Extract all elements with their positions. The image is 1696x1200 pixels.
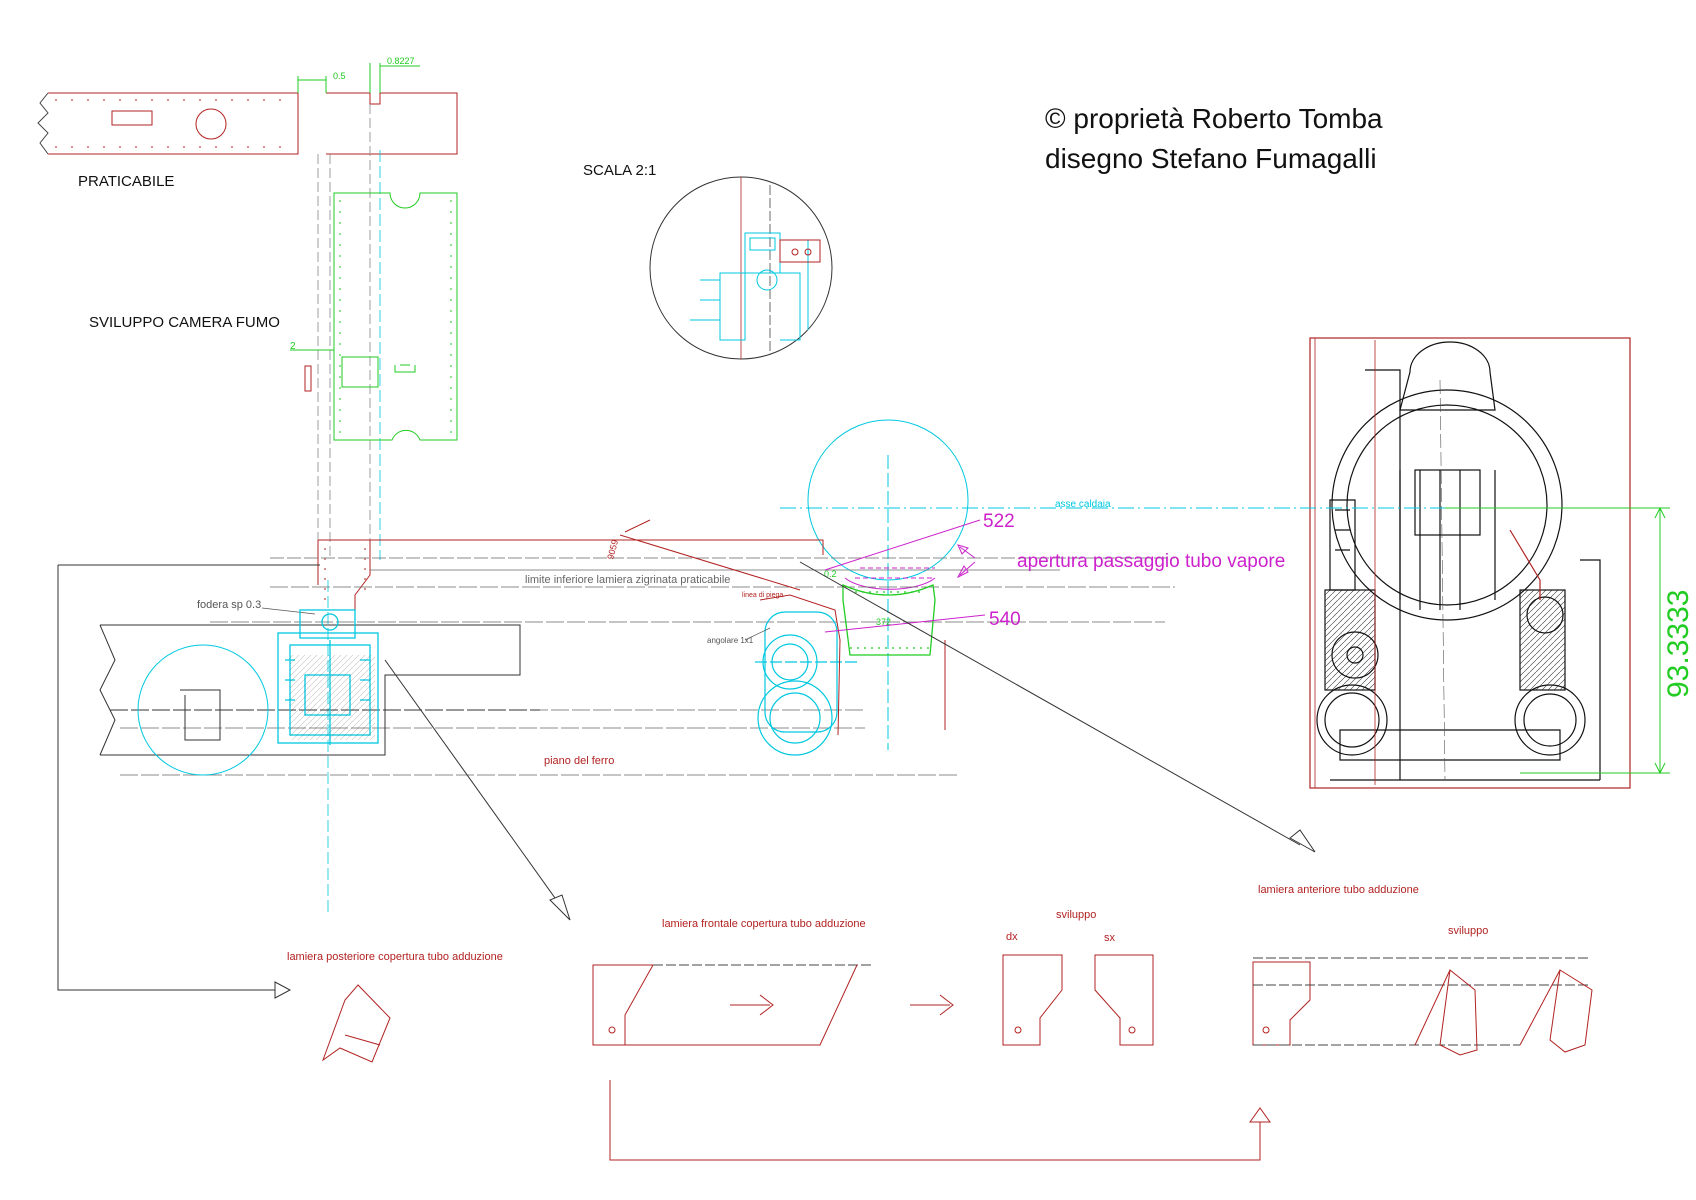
label-sviluppo-camera-fumo: SVILUPPO CAMERA FUMO xyxy=(89,314,280,331)
tube-cover-green xyxy=(842,584,936,656)
dim-lines-top xyxy=(297,63,420,93)
label-linea-di-piega: linea di piega xyxy=(742,592,783,599)
label-lamiera-anteriore: lamiera anteriore tubo adduzione xyxy=(1258,884,1419,896)
label-lamiera-posteriore: lamiera posteriore copertura tubo adduzi… xyxy=(287,951,503,963)
dim-0-2: 0.2 xyxy=(824,569,837,579)
leader-arrows xyxy=(57,561,1316,999)
label-angolare: angolare 1x1 xyxy=(707,636,754,645)
construction-lines-cyan xyxy=(327,150,381,915)
label-limite-inferiore: limite inferiore lamiera zigrinata prati… xyxy=(525,574,730,586)
pipe-outline-red xyxy=(759,594,946,736)
dim-0-5: 0.5 xyxy=(333,71,346,81)
leader-arrows-red xyxy=(609,1080,1271,1161)
front-outline xyxy=(317,539,824,630)
label-dx: dx xyxy=(1006,931,1018,943)
label-sx: sx xyxy=(1104,932,1116,944)
locomotive-front-view: 93.3333 xyxy=(1309,337,1695,789)
label-540: 540 xyxy=(989,609,1021,630)
dim-372: 372 xyxy=(876,617,891,627)
wheel-circle xyxy=(137,644,269,776)
boiler-circle xyxy=(807,419,969,750)
pipe-assembly xyxy=(755,611,860,756)
camera-fumo-panel xyxy=(333,192,458,441)
construction-lines xyxy=(317,104,371,560)
small-plate xyxy=(304,365,312,392)
praticabile-strip xyxy=(37,92,458,155)
piece-dx-sx xyxy=(1002,954,1154,1046)
dim-2: 2 xyxy=(290,341,296,352)
dim-9059: 9059 xyxy=(605,539,620,561)
label-fodera: fodera sp 0.3 xyxy=(197,599,261,611)
label-lamiera-frontale: lamiera frontale copertura tubo adduzion… xyxy=(662,918,866,930)
horizontal-dashed-lines xyxy=(110,557,1175,776)
label-sviluppo-1: sviluppo xyxy=(1056,909,1096,921)
dim-0-8227: 0.8227 xyxy=(387,56,415,66)
label-scala: SCALA 2:1 xyxy=(583,162,656,179)
dim-9059-lines xyxy=(619,519,801,591)
credit-line-1: © proprietà Roberto Tomba xyxy=(1045,103,1383,134)
piece-posteriore xyxy=(321,984,391,1063)
label-522: 522 xyxy=(983,511,1015,532)
label-asse-caldaia: asse caldaia xyxy=(1055,499,1111,510)
dim-93-3333: 93.3333 xyxy=(1662,590,1695,698)
label-piano-del-ferro: piano del ferro xyxy=(544,755,614,767)
label-apertura: apertura passaggio tubo vapore xyxy=(1017,551,1285,572)
smokebox-hatch xyxy=(290,655,375,740)
credit-line-2: disegno Stefano Fumagalli xyxy=(1045,143,1377,174)
label-praticabile: PRATICABILE xyxy=(78,173,174,190)
magenta-leaders xyxy=(824,519,986,633)
piece-frontale xyxy=(592,964,954,1046)
piece-anteriore xyxy=(1252,957,1593,1056)
detail-circle xyxy=(649,176,833,360)
label-sviluppo-2: sviluppo xyxy=(1448,925,1488,937)
